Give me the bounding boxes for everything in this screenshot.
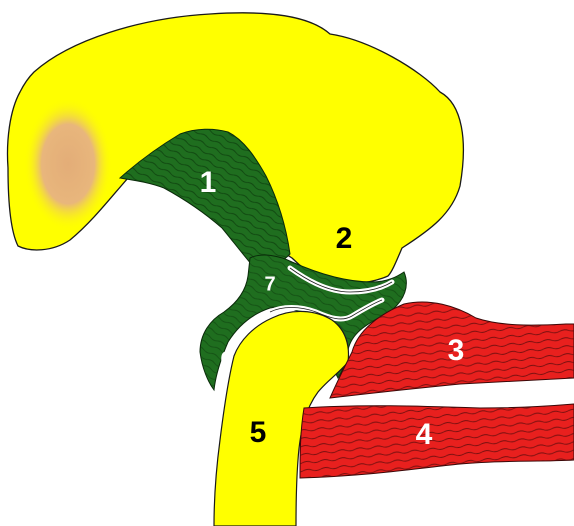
label-7: 7 (264, 273, 275, 295)
label-6: 6 (220, 348, 231, 370)
tan-patch (24, 98, 112, 230)
label-1: 1 (200, 166, 217, 199)
label-3: 3 (448, 334, 465, 367)
label-4: 4 (416, 418, 433, 451)
label-5: 5 (250, 416, 267, 449)
label-2: 2 (336, 222, 353, 255)
